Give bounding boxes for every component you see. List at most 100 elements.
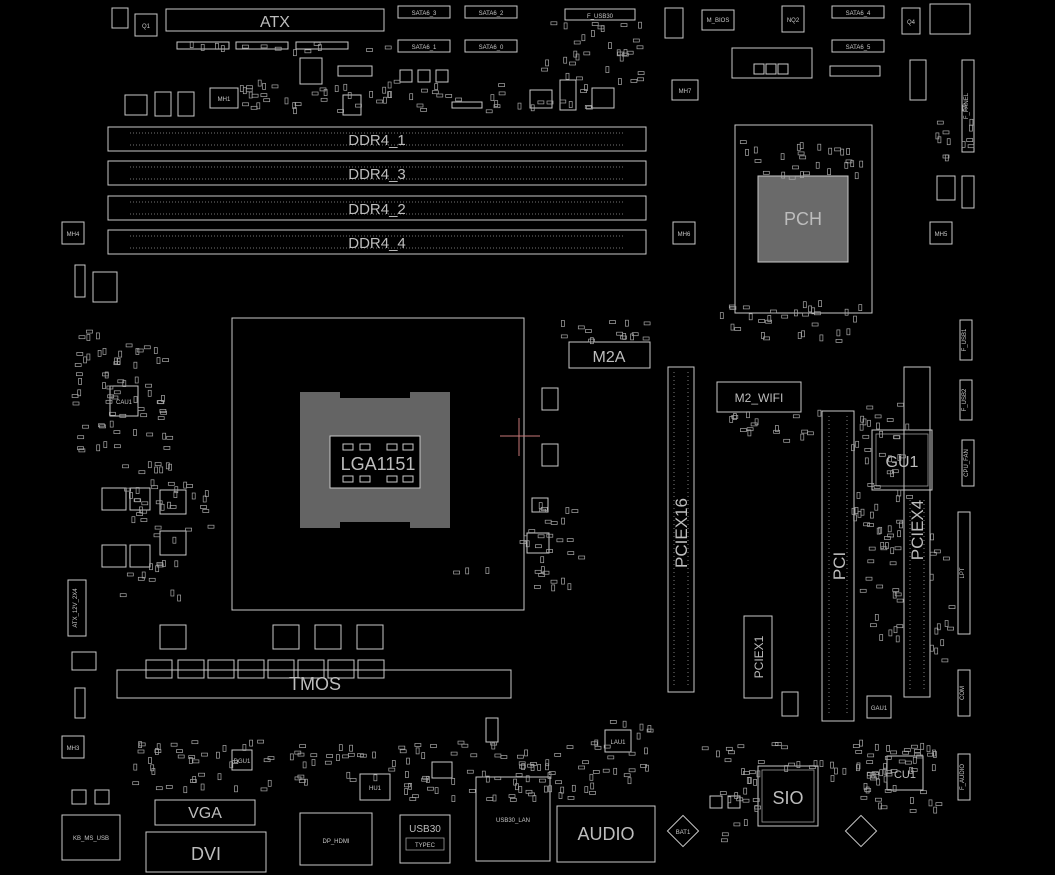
passive-pad: [541, 67, 548, 72]
passive-pad: [801, 330, 805, 338]
passive-pad: [756, 770, 761, 778]
passive-pad: [148, 577, 156, 582]
passive-pad: [896, 598, 904, 603]
passive-pad: [242, 102, 249, 107]
passive-pad: [937, 136, 942, 144]
passive-pad: [546, 100, 554, 105]
passive-pad: [183, 786, 188, 794]
passive-pad: [874, 743, 879, 751]
passive-pad: [125, 343, 133, 348]
passive-pad: [802, 312, 809, 317]
pciex4-slot: PCIEX4: [903, 366, 931, 698]
passive-pad: [935, 132, 940, 140]
passive-pad: [293, 49, 297, 57]
passive-pad: [565, 72, 570, 80]
m2-wifi-label: M2_WIFI: [735, 391, 784, 405]
vga-connector: VGA: [154, 799, 256, 826]
passive-pad: [294, 776, 302, 781]
passive-pad: [523, 535, 528, 543]
passive-pad: [911, 744, 918, 749]
passive-pad: [404, 783, 411, 788]
passive-pad: [239, 85, 244, 92]
bat1-diamond: [666, 814, 700, 848]
passive-pad: [116, 357, 121, 365]
dp-hdmi-label: DP_HDMI: [322, 839, 349, 845]
passive-pad: [851, 507, 856, 515]
passive-pad: [886, 470, 894, 475]
passive-pad: [546, 533, 554, 538]
passive-pad: [757, 760, 765, 764]
passive-pad: [637, 71, 645, 75]
passive-pad: [490, 741, 498, 746]
passive-pad: [416, 103, 424, 108]
passive-pad: [271, 84, 279, 89]
passive-pad: [145, 383, 152, 388]
passive-pad: [76, 372, 83, 377]
passive-pad: [311, 91, 319, 96]
passive-pad: [643, 321, 651, 326]
passive-pad: [204, 490, 209, 497]
passive-pad: [781, 745, 788, 750]
passive-pad: [819, 760, 824, 767]
passive-pad: [162, 432, 167, 440]
passive-pad: [591, 30, 595, 37]
passive-pad: [537, 100, 545, 105]
passive-pad: [590, 741, 598, 746]
lau1-label: LAU1: [610, 740, 626, 746]
passive-pad: [336, 754, 340, 761]
passive-pad: [412, 794, 419, 799]
passive-pad: [405, 771, 409, 778]
passive-pad: [323, 89, 328, 96]
passive-pad: [165, 785, 173, 789]
passive-pad: [569, 61, 576, 66]
passive-pad: [366, 48, 373, 52]
passive-pad: [859, 423, 864, 431]
passive-pad: [538, 502, 543, 509]
passive-pad: [165, 462, 170, 470]
passive-pad: [864, 448, 872, 452]
passive-pad: [140, 518, 148, 522]
gu1-label: GU1: [886, 454, 919, 471]
passive-pad: [393, 79, 401, 84]
passive-pad: [836, 329, 841, 337]
passive-pad: [577, 325, 585, 330]
passive-pad: [780, 153, 785, 160]
passive-pad: [337, 109, 344, 113]
atx-label: ATX: [260, 14, 290, 31]
passive-pad: [644, 747, 648, 755]
passive-pad: [855, 440, 860, 448]
passive-pad: [853, 315, 857, 323]
passive-pad: [936, 623, 941, 631]
passive-pad: [842, 767, 847, 775]
passive-pad: [150, 764, 155, 772]
passive-pad: [260, 44, 268, 49]
passive-pad: [242, 44, 249, 49]
passive-pad: [151, 485, 159, 490]
passive-pad: [573, 40, 581, 45]
passive-pad: [741, 768, 745, 775]
passive-pad: [808, 305, 812, 313]
atx-12v-label: ATX_12V_2X4: [73, 588, 79, 628]
cau1-chip: [109, 385, 139, 417]
passive-pad: [840, 148, 845, 156]
passive-pad: [198, 772, 205, 777]
dgu1-label: DGU1: [234, 759, 251, 765]
passive-pad: [887, 525, 892, 533]
passive-pad: [628, 768, 636, 773]
passive-pad: [162, 560, 166, 567]
passive-pad: [796, 761, 801, 768]
passive-pad: [590, 782, 595, 790]
passive-pad: [640, 764, 647, 768]
passive-pad: [860, 415, 865, 423]
passive-pad: [621, 52, 629, 57]
ddr4-1-label: DDR4_1: [348, 132, 406, 149]
passive-pad: [369, 91, 373, 98]
passive-pad: [962, 104, 967, 112]
passive-pad: [216, 751, 220, 759]
f-usb1-label: F_USB1: [962, 328, 968, 351]
passive-pad: [399, 749, 407, 754]
passive-pad: [846, 328, 851, 336]
passive-pad: [746, 777, 751, 784]
passive-pad: [852, 744, 860, 748]
